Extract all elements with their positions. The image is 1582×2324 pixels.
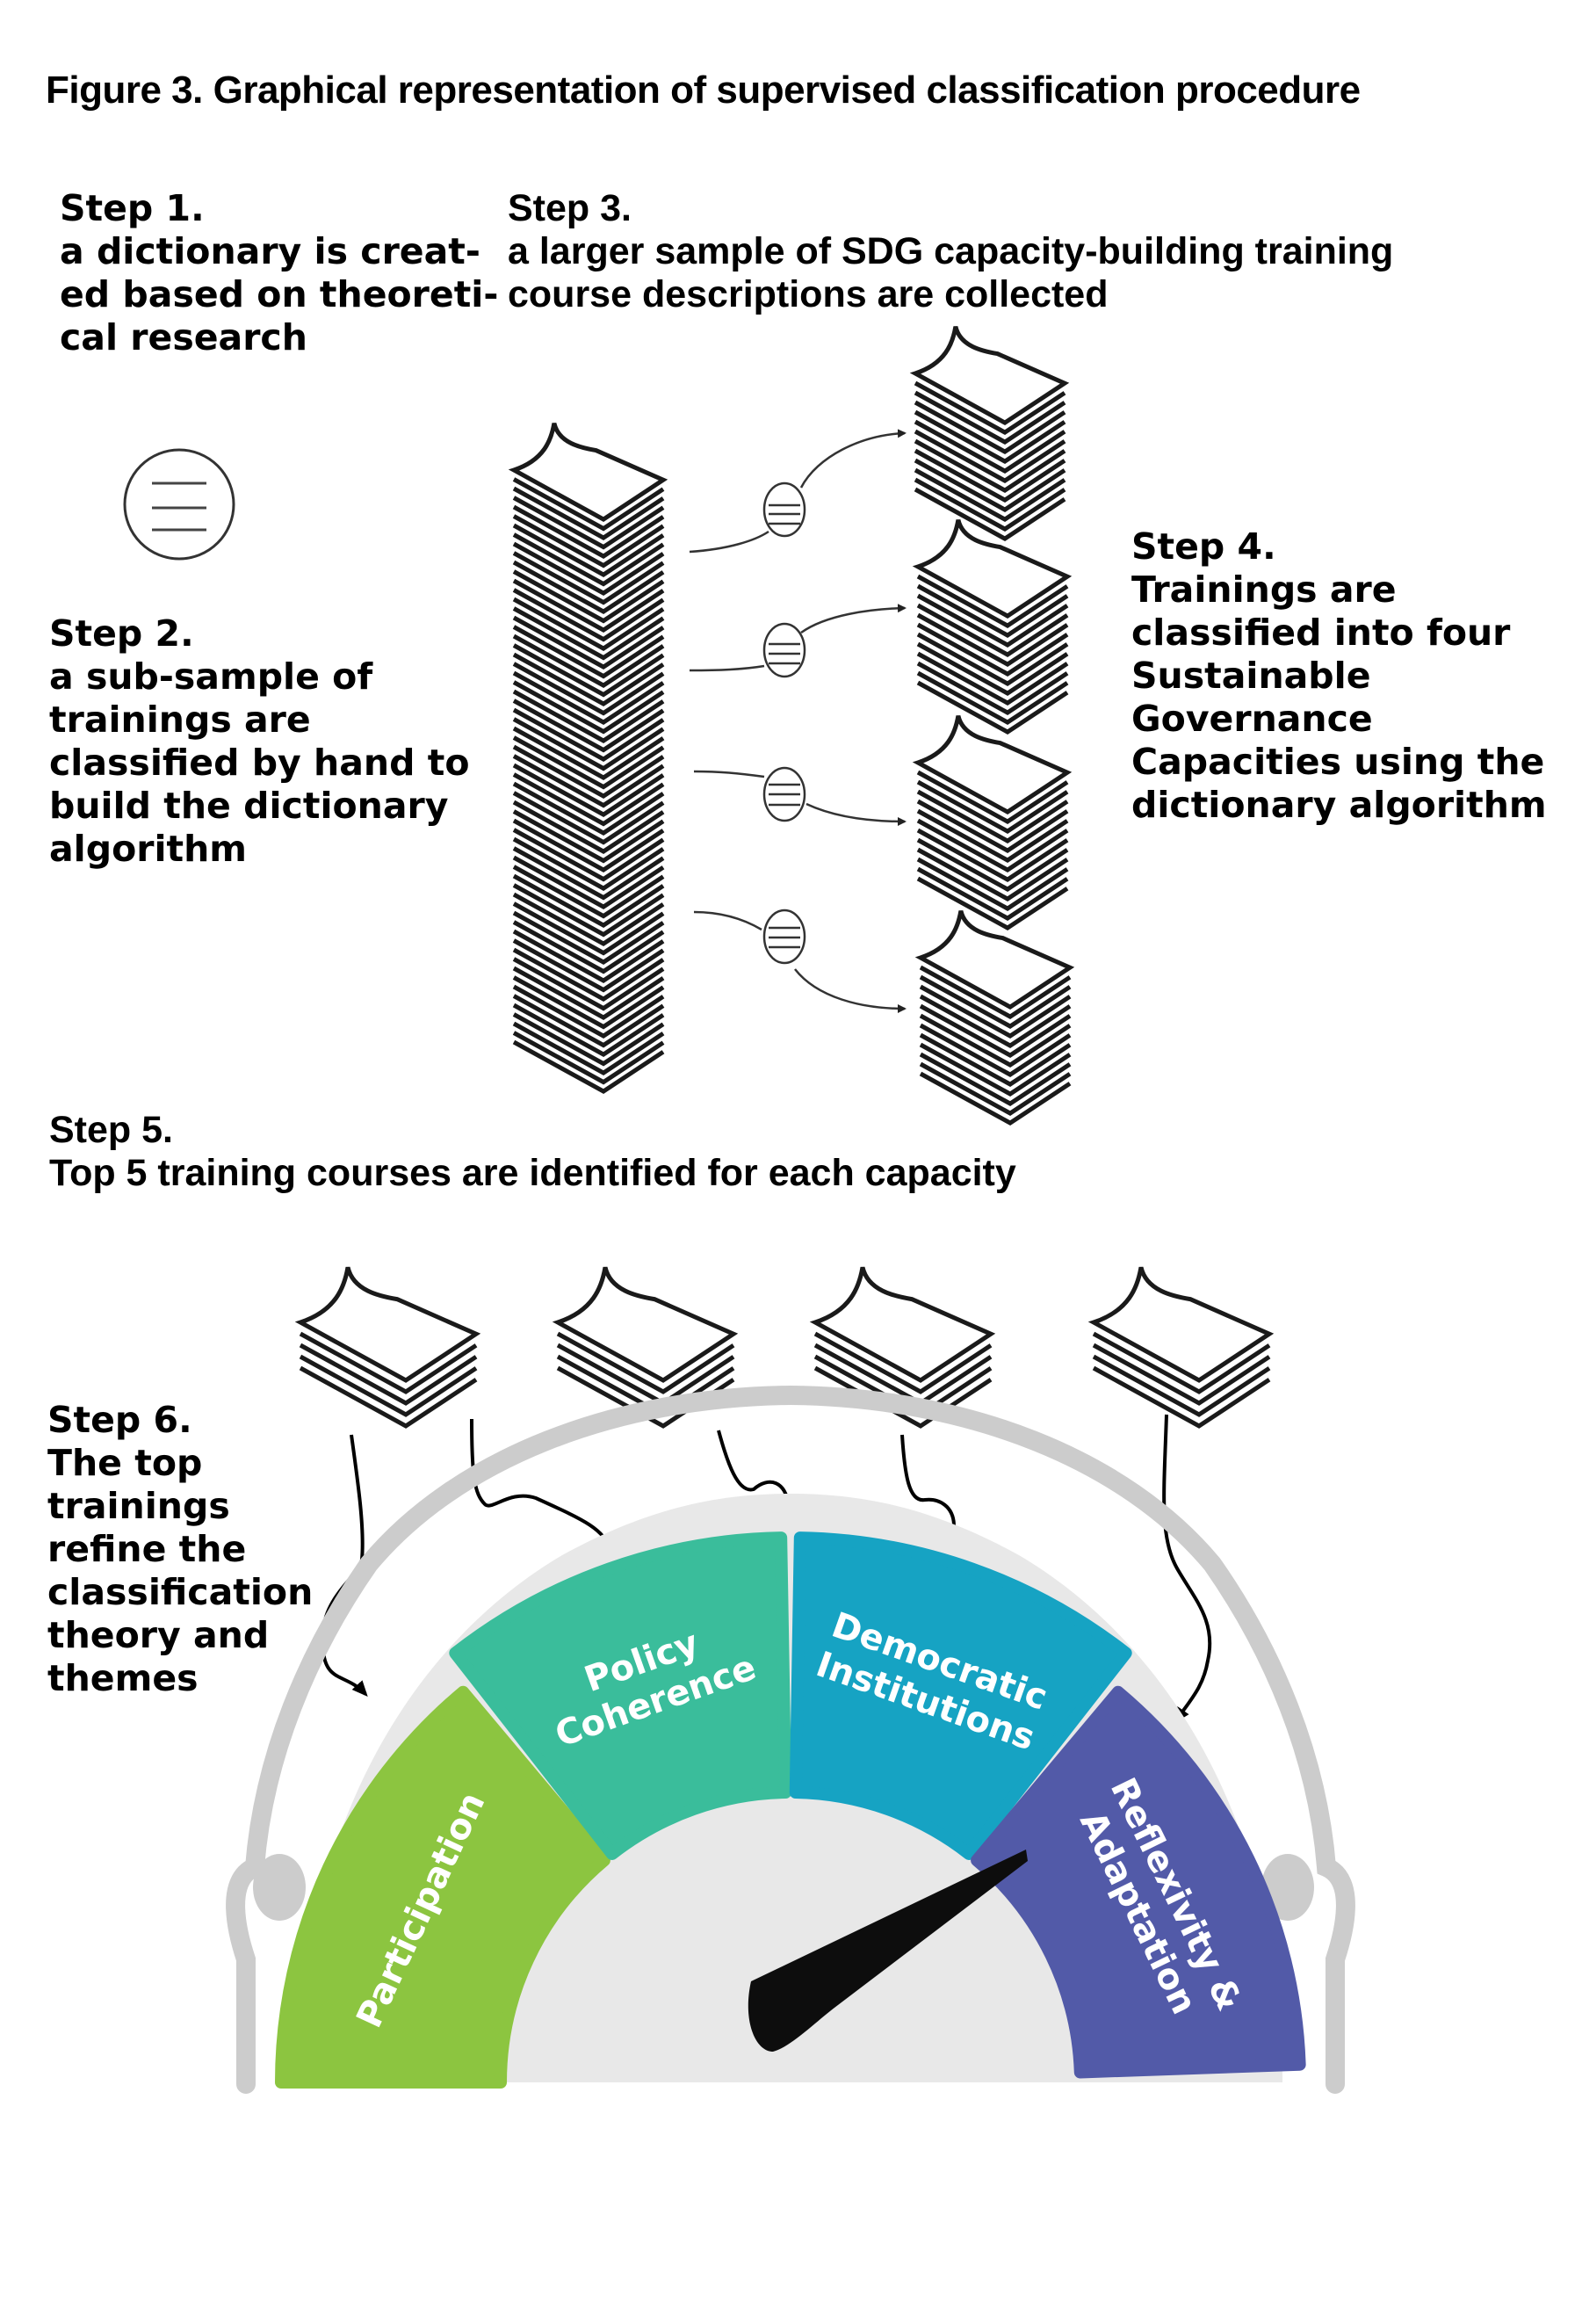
step-5-heading: Step 5.: [49, 1109, 173, 1151]
connector-4-out: [794, 968, 907, 1013]
step-3-text: Step 3. a larger sample of SDG capacity-…: [508, 187, 1393, 316]
gauge-segment: [789, 1531, 1132, 1860]
step-1-text: Step 1. a dictionary is creat- ed based …: [60, 187, 498, 359]
step-6-description: The top trainings refine the classificat…: [47, 1442, 314, 1699]
gauge-segment: [275, 1685, 610, 2089]
rim-knob-left: [253, 1854, 306, 1921]
large-document-stack-icon: [508, 422, 668, 1095]
dictionary-node-icon: [762, 766, 806, 822]
feedback-arrow-5: [1162, 1414, 1212, 1724]
dictionary-node-icon: [762, 909, 806, 965]
step-6-text: Step 6. The top trainings refine the cla…: [47, 1399, 313, 1700]
classified-stacks: [909, 325, 1075, 1126]
connector-1-out: [799, 429, 907, 489]
step-1-heading: Step 1.: [60, 187, 205, 229]
document-stack-icon: [912, 714, 1073, 931]
step-4-text: Step 4. Trainings are classified into fo…: [1131, 525, 1547, 827]
document-stack-icon: [914, 909, 1075, 1126]
connector-1: [689, 530, 769, 554]
document-stack-icon: [809, 1266, 996, 1429]
step-4-description: Trainings are classified into four Susta…: [1131, 568, 1547, 826]
connector-3-out: [805, 802, 907, 826]
gauge-segment: [449, 1531, 792, 1860]
gauge-rim: [226, 1385, 1355, 2094]
connector-4: [693, 910, 762, 931]
step-3-heading: Step 3.: [508, 187, 632, 229]
step-5-text: Step 5. Top 5 training courses are ident…: [49, 1109, 1016, 1195]
classification-connectors: [689, 429, 907, 1013]
connector-2: [689, 664, 765, 672]
document-stack-icon: [912, 518, 1073, 735]
gauge-needle: [748, 1850, 1028, 2052]
dictionary-nodes: [762, 481, 806, 965]
document-stack-icon: [909, 325, 1070, 542]
document-stack-icon: [1087, 1266, 1275, 1429]
document-stack-icon: [294, 1266, 481, 1429]
connector-2-out: [800, 604, 907, 634]
rim-knob-right: [1261, 1854, 1314, 1921]
top-training-stacks: [294, 1266, 1275, 1429]
step-3-description: a larger sample of SDG capacity-building…: [508, 230, 1394, 315]
dictionary-list-icon: [123, 448, 235, 561]
step-2-description: a sub-sample of trainings are classified…: [49, 655, 470, 870]
document-stack-icon: [508, 422, 668, 1095]
step-1-description: a dictionary is creat- ed based on theor…: [60, 230, 499, 358]
step-4-heading: Step 4.: [1131, 525, 1276, 568]
step-5-description: Top 5 training courses are identified fo…: [49, 1152, 1016, 1194]
gauge-segment: [971, 1685, 1306, 2079]
dictionary-node-icon: [762, 481, 806, 538]
step-6-heading: Step 6.: [47, 1399, 192, 1441]
dictionary-node-icon: [762, 622, 806, 678]
step-2-text: Step 2. a sub-sample of trainings are cl…: [49, 612, 470, 871]
step-2-heading: Step 2.: [49, 612, 194, 655]
connector-3: [693, 770, 765, 778]
figure-title: Figure 3. Graphical representation of su…: [46, 69, 1361, 112]
